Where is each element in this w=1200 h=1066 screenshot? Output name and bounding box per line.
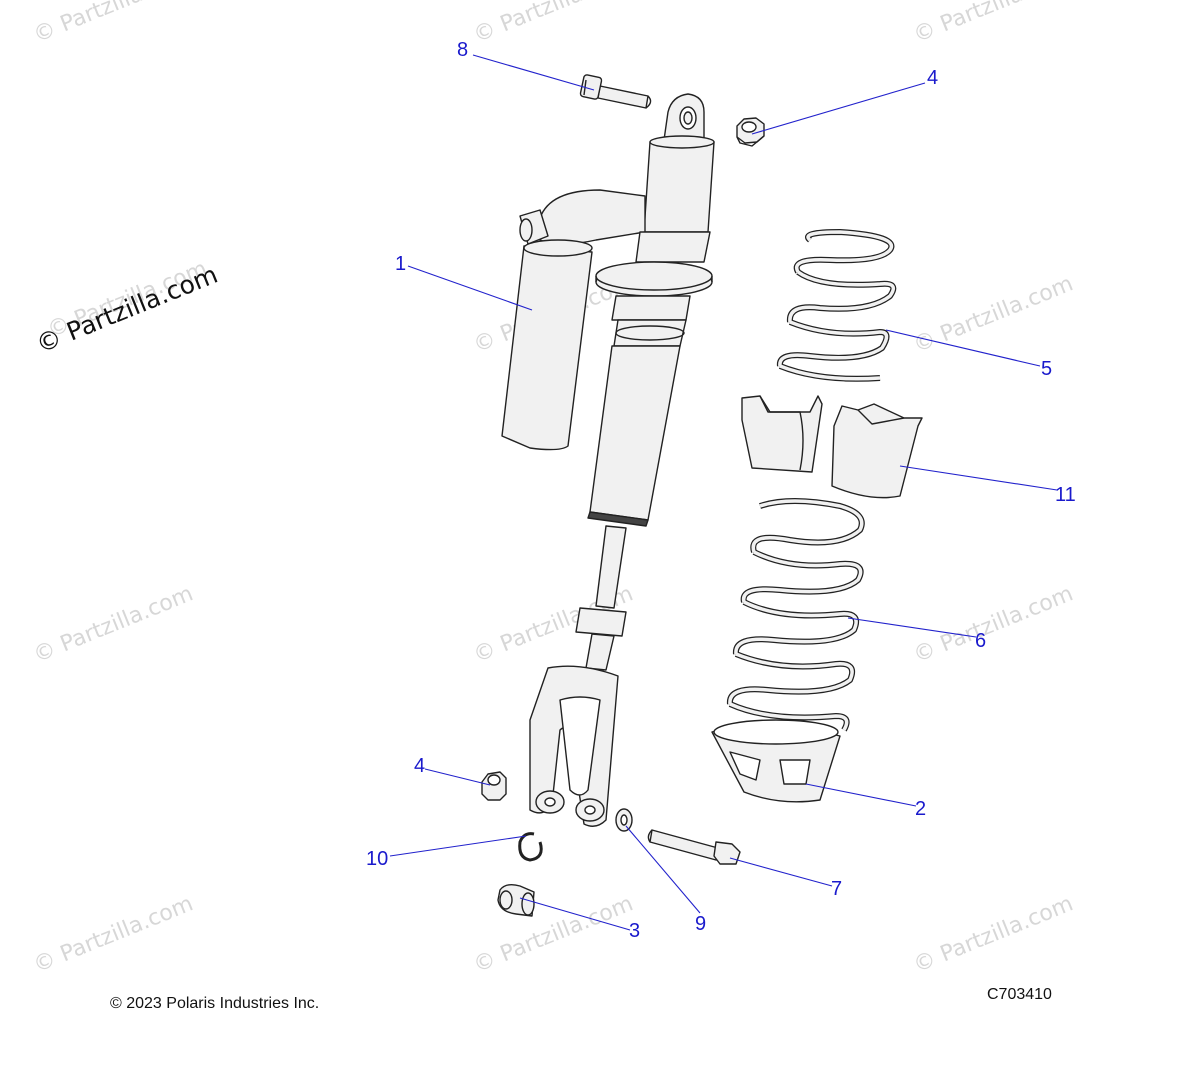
bushing-part-3 [497, 883, 535, 917]
nut-part-4-lower [481, 771, 507, 801]
callout-4-lower[interactable]: 4 [414, 755, 426, 777]
leader-lines [389, 54, 1058, 931]
callout-7[interactable]: 7 [831, 878, 843, 900]
callout-9[interactable]: 9 [695, 913, 707, 935]
bolt-part-7 [647, 829, 741, 865]
snap-ring-part-10 [518, 832, 543, 862]
spring-seat-part-2 [711, 719, 841, 803]
copyright-notice: © 2023 Polaris Industries Inc. [110, 995, 320, 1012]
callout-1[interactable]: 1 [395, 253, 407, 275]
shock-absorber-part-1 [501, 93, 715, 827]
callout-6[interactable]: 6 [975, 630, 987, 652]
drawing-number: C703410 [987, 986, 1052, 1003]
washer-part-9 [615, 808, 633, 832]
nut-part-4-top [736, 117, 765, 147]
bolt-part-8 [579, 74, 652, 109]
spacer-part-11 [741, 395, 923, 499]
callout-5[interactable]: 5 [1041, 358, 1053, 380]
callout-3[interactable]: 3 [629, 920, 641, 942]
callout-10[interactable]: 10 [366, 848, 389, 870]
callout-8[interactable]: 8 [457, 39, 469, 61]
callout-11[interactable]: 11 [1055, 484, 1076, 506]
callout-2[interactable]: 2 [915, 798, 927, 820]
callout-4-top[interactable]: 4 [927, 67, 939, 89]
